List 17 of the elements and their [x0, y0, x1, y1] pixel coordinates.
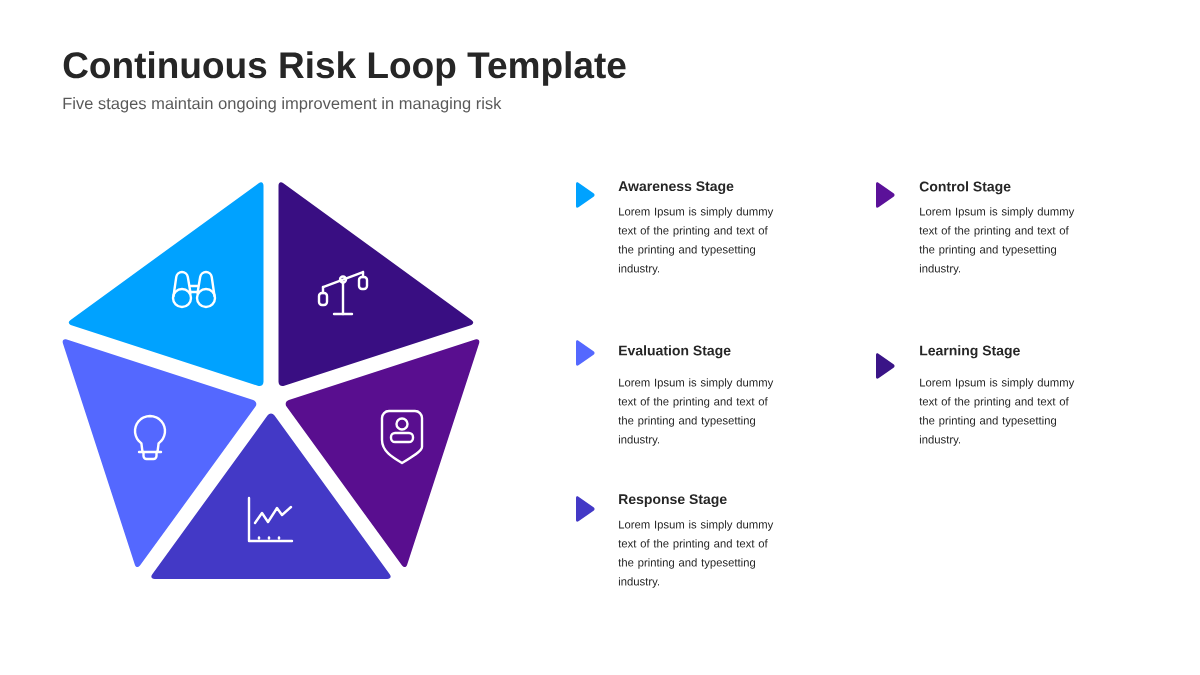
pentagon-segment [62, 339, 257, 568]
stage-heading: Awareness Stage [618, 181, 734, 194]
body-text: Lorem Ipsum is simply dummy text of the printing and text of the printing and typesetting industry. [919, 207, 1075, 275]
body-text: Lorem Ipsum is simply dummy text of the printing and text of the printing and typesetting industry. [618, 207, 774, 275]
body-text: Lorem Ipsum is simply dummy text of the printing and text of the printing and typesetting industry. [618, 520, 774, 588]
pentagon-segment [285, 339, 480, 568]
stage-heading: Control Stage [919, 181, 1011, 195]
title: Continuous Risk Loop Template [63, 51, 626, 86]
stage-heading: Response Stage [619, 494, 727, 507]
pentagon-segment [68, 182, 264, 387]
pentagon-segment [278, 182, 474, 387]
stage-heading: Learning Stage [920, 345, 1020, 359]
body-text: Lorem Ipsum is simply dummy text of the printing and text of the printing and typesetting industry. [618, 378, 774, 446]
stage-heading: Evaluation Stage [619, 345, 731, 359]
subtitle: Five stages maintain ongoing improvement in managing risk [63, 97, 502, 113]
body-text: Lorem Ipsum is simply dummy text of the printing and text of the printing and typesetting industry. [919, 378, 1075, 446]
pentagon-segment [151, 413, 391, 579]
